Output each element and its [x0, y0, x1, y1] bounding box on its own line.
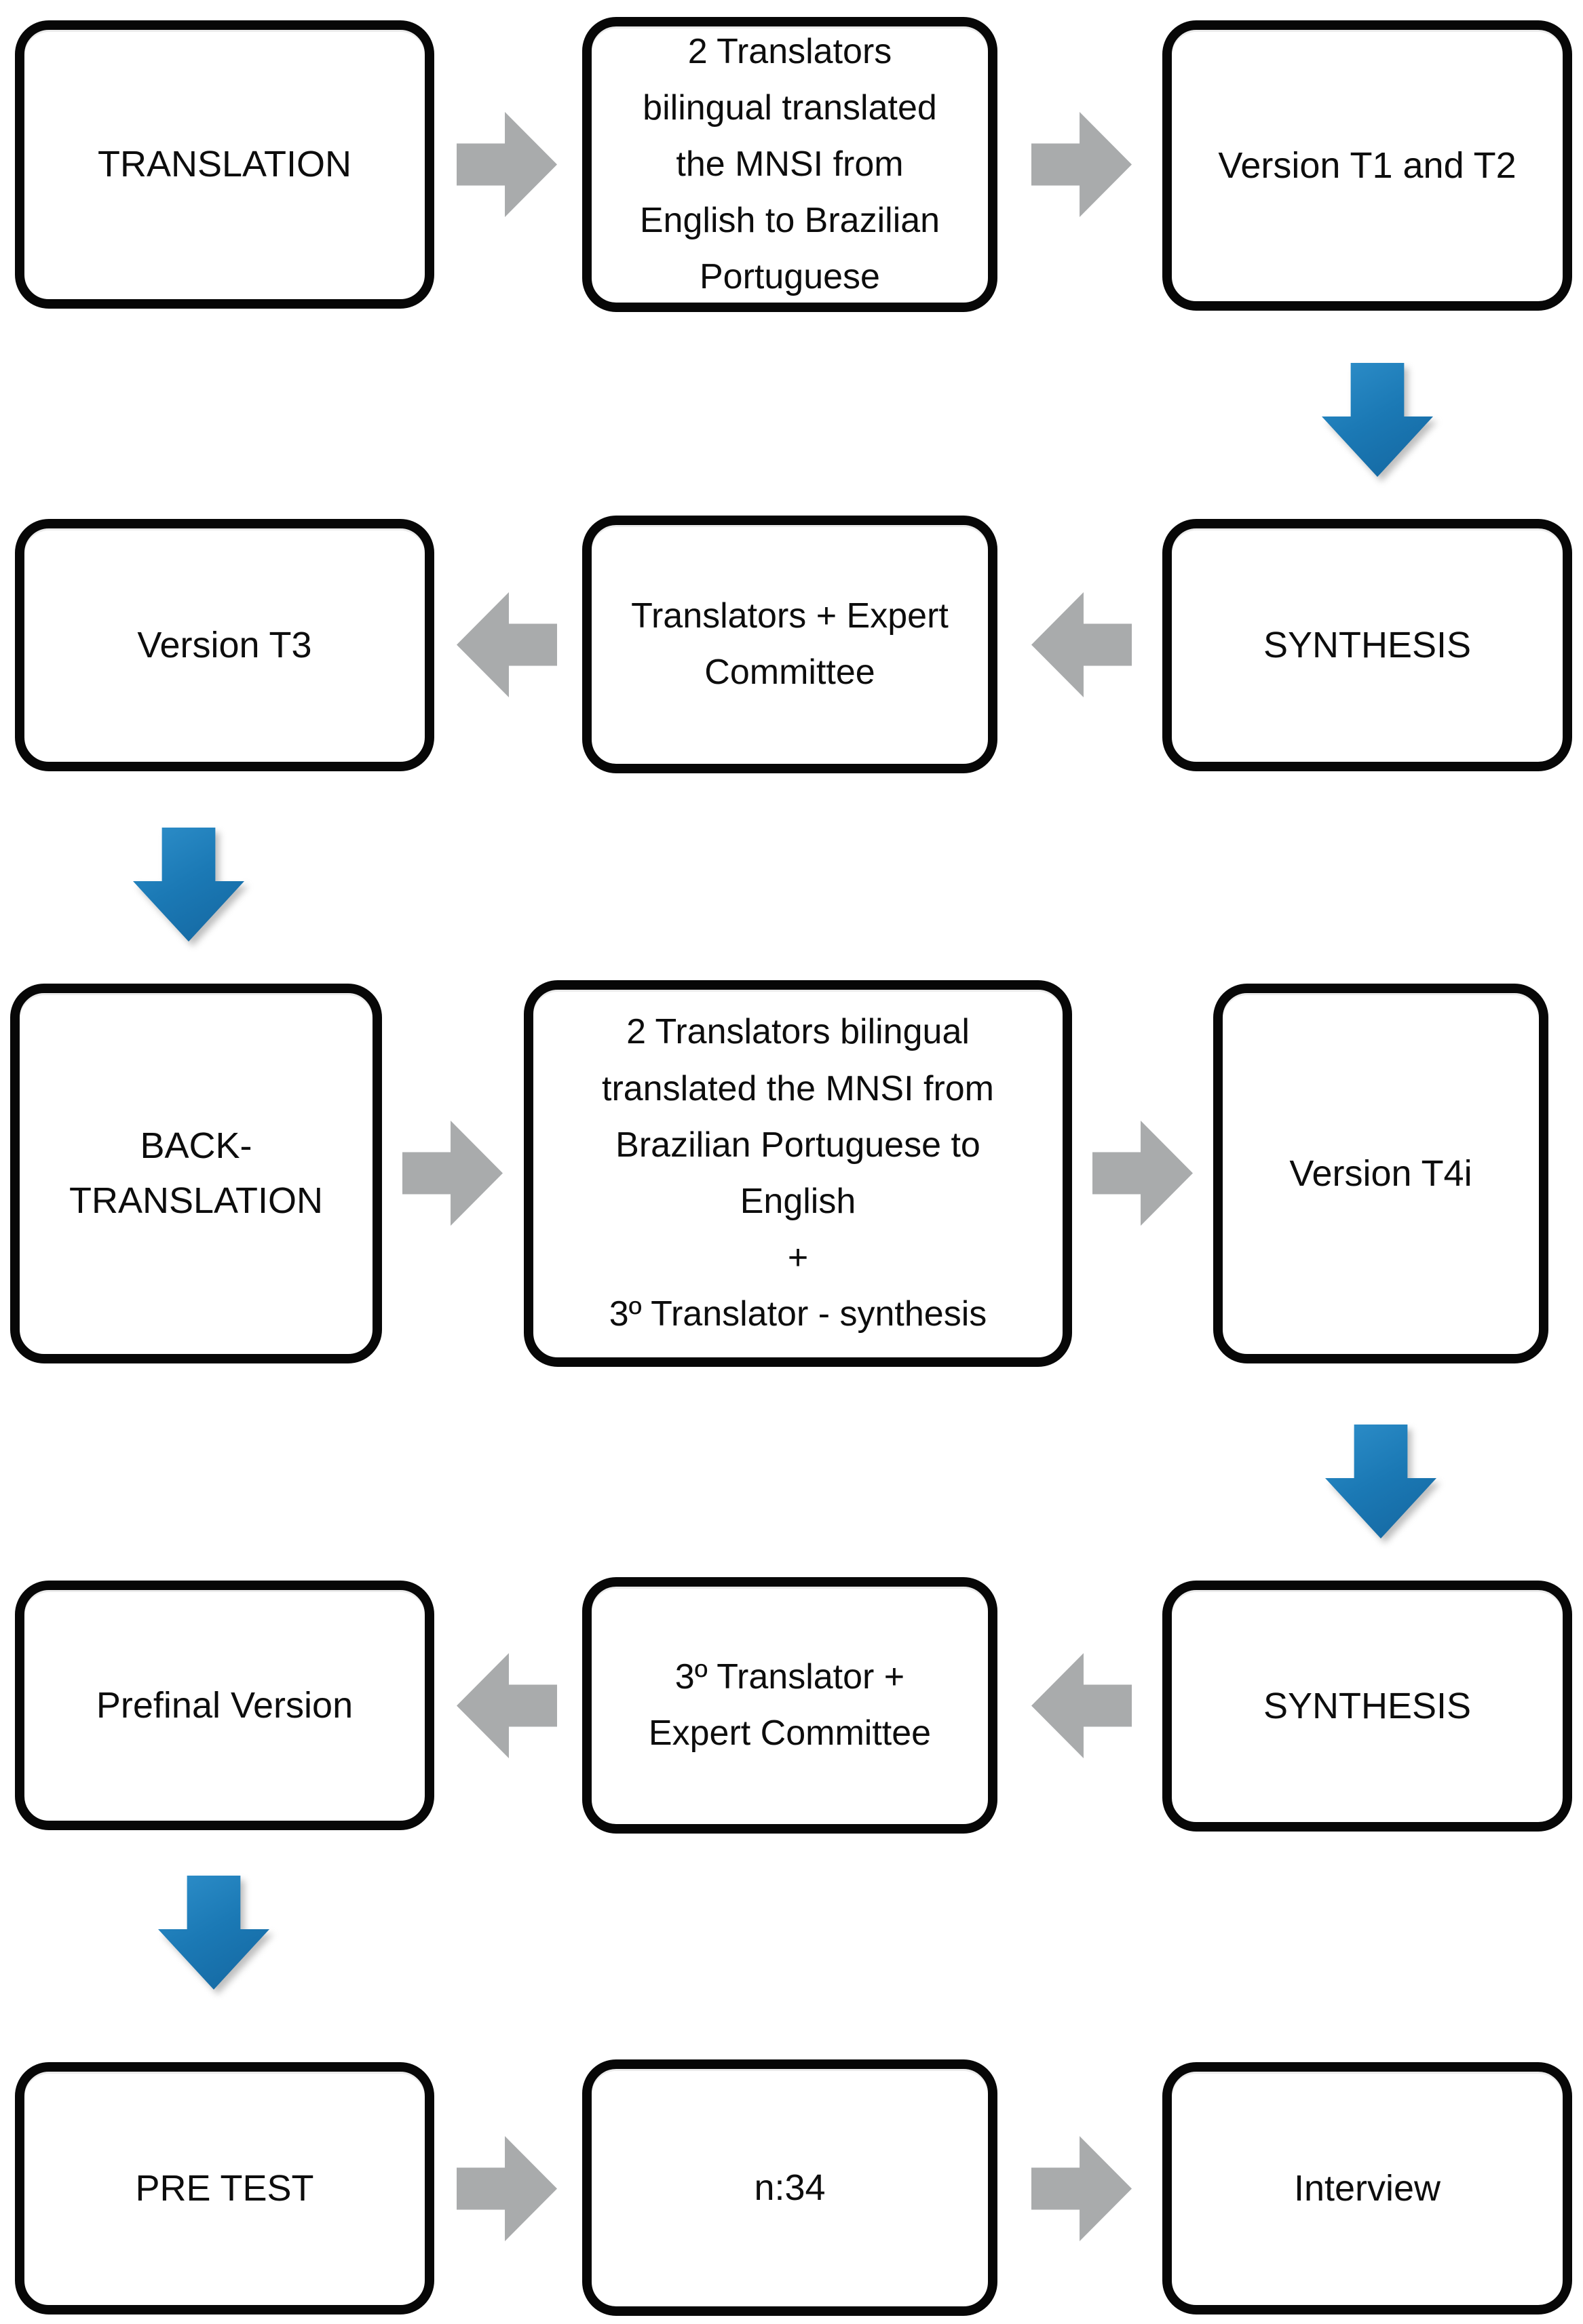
flow-box-pre-test: PRE TEST	[15, 2062, 434, 2315]
arrow-right-icon	[1092, 1121, 1193, 1226]
arrow-down-icon	[1322, 363, 1433, 477]
arrow-down-icon	[158, 1876, 269, 1990]
arrow-right-icon	[457, 112, 557, 217]
arrow-down-shape	[158, 1876, 269, 1990]
flow-box-synthesis-2: SYNTHESIS	[1162, 1581, 1572, 1832]
flow-box-translators-pt-en: 2 Translators bilingual translated the M…	[524, 980, 1072, 1367]
arrow-right-icon	[402, 1121, 503, 1226]
arrow-down-icon	[133, 828, 244, 942]
arrow-down-shape	[1325, 1425, 1436, 1538]
flow-box-translation: TRANSLATION	[15, 20, 434, 309]
arrow-down-icon	[1325, 1425, 1436, 1538]
flow-box-interview: Interview	[1162, 2062, 1572, 2315]
arrow-right-icon	[1031, 112, 1132, 217]
flow-box-back-translation: BACK- TRANSLATION	[10, 984, 382, 1363]
flow-box-third-translator-expert-committee: 3º Translator + Expert Committee	[582, 1577, 997, 1834]
arrow-left-icon	[1031, 1653, 1132, 1758]
arrow-right-icon	[1031, 2136, 1132, 2241]
arrow-right-icon	[457, 2136, 557, 2241]
flow-box-translators-expert-committee: Translators + Expert Committee	[582, 516, 997, 773]
flow-box-version-t3: Version T3	[15, 519, 434, 771]
flow-box-version-t4i: Version T4i	[1213, 984, 1548, 1363]
flow-box-prefinal-version: Prefinal Version	[15, 1581, 434, 1830]
arrow-down-shape	[1322, 363, 1433, 477]
arrow-down-shape	[133, 828, 244, 942]
flow-box-sample-n: n:34	[582, 2059, 997, 2316]
arrow-left-icon	[1031, 592, 1132, 697]
arrow-left-icon	[457, 592, 557, 697]
flow-box-version-t1-t2: Version T1 and T2	[1162, 20, 1572, 311]
arrow-left-icon	[457, 1653, 557, 1758]
flow-box-translators-en-pt: 2 Translators bilingual translated the M…	[582, 17, 997, 312]
flow-box-synthesis-1: SYNTHESIS	[1162, 519, 1572, 771]
